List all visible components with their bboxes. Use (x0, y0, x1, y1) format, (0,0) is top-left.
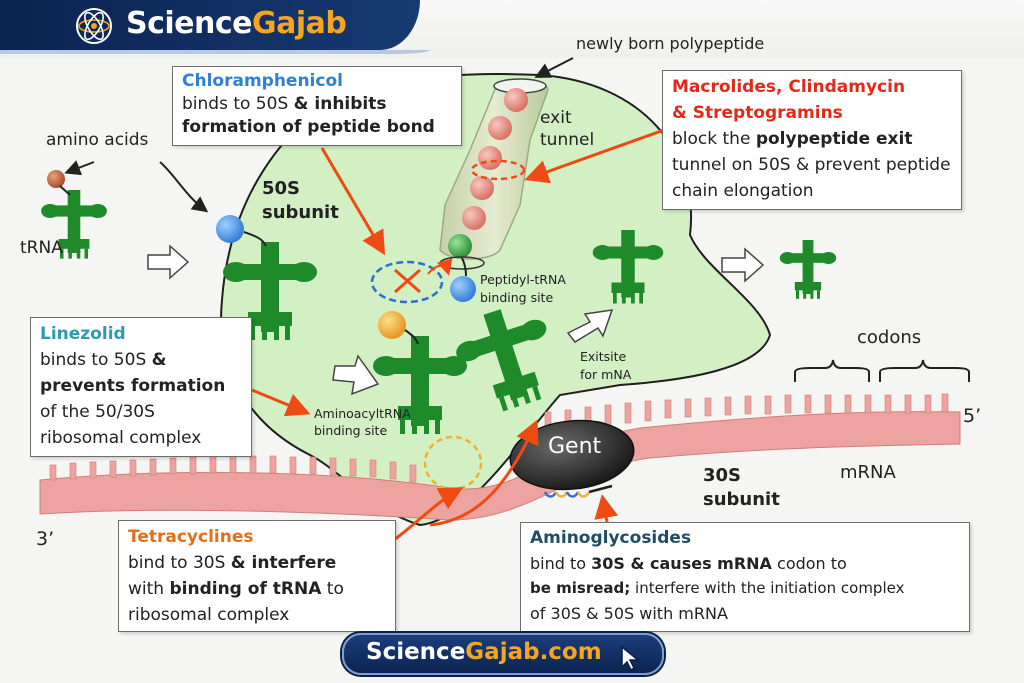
brand-logo[interactable]: ScienceGajab (126, 6, 347, 41)
callout-aminoglycosides-line1-bold: 30S & causes mRNA (591, 554, 772, 573)
label-codons: codons (857, 327, 922, 348)
callout-aminoglycosides-line1: bind to (530, 554, 592, 573)
label-trna: tRNA (20, 238, 63, 258)
label-50s: 50S (262, 178, 301, 199)
callout-linezolid-line1: binds to 50S (40, 350, 152, 370)
label-amino-acids: amino acids (46, 130, 149, 150)
label-peptidyl-site-2: binding site (480, 290, 554, 305)
process-arrow (566, 309, 614, 343)
callout-aminoglycosides-line1-end: codon to (771, 554, 847, 573)
callout-chloramphenicol: Chloramphenicol binds to 50S & inhibits … (172, 66, 462, 146)
label-exit-tunnel-2: tunnel (540, 130, 595, 150)
callout-macrolides-title2: & Streptogramins (672, 103, 843, 123)
callout-tetracyclines-line2-end: to (321, 579, 344, 599)
label-exit-tunnel-1: exit (540, 108, 572, 128)
callout-aminoglycosides: Aminoglycosides bind to 30S & causes mRN… (520, 522, 970, 632)
amino-acid (450, 276, 476, 302)
callout-tetracyclines-title: Tetracyclines (128, 527, 254, 547)
codon-brace (879, 359, 970, 382)
callout-macrolides-line1: block the (672, 129, 756, 149)
callout-macrolides-title1: Macrolides, Clindamycin (672, 77, 906, 97)
macrolides-arrow (524, 128, 665, 184)
callout-tetracyclines-line1-bold: & interfere (230, 553, 337, 573)
tetracyclines-arrow (393, 487, 464, 542)
trna-released (779, 240, 837, 299)
callout-macrolides-line1-bold: polypeptide exit (755, 129, 913, 149)
polypeptide-bead (462, 206, 486, 230)
label-30s: 30S (703, 465, 742, 486)
amino-acid (216, 215, 244, 243)
polypeptide-bead (470, 176, 494, 200)
callout-linezolid-line1-bold: & (151, 350, 167, 370)
callout-aminoglycosides-line3: of 30S & 50S with mRNA (530, 604, 728, 623)
label-3-prime: 3’ (36, 528, 55, 550)
label-30s-subunit: subunit (703, 489, 780, 510)
label-50s-subunit: subunit (262, 202, 339, 223)
label-newly-born-polypeptide: newly born polypeptide (576, 34, 765, 53)
label-exit-site-1: Exitsite (580, 349, 627, 364)
callout-macrolides-line2: tunnel on 50S & prevent peptide (672, 155, 951, 175)
aminoglycosides-arrow (594, 494, 619, 523)
label-aminoacyl-site-1: AminoacyltRNA (314, 406, 411, 421)
atom-icon (76, 8, 112, 44)
callout-tetracyclines-line1: bind to 30S (128, 553, 231, 573)
callout-chloramphenicol-line1: binds to 50S (182, 94, 294, 114)
callout-aminoglycosides-line2-bold: be misread; (530, 579, 631, 597)
label-5-prime: 5’ (963, 405, 982, 427)
amino-acid (47, 170, 65, 188)
label-exit-site-2: for mNA (580, 367, 632, 382)
mrna-strand (39, 411, 961, 521)
label-peptidyl-site-1: Peptidyl-tRNA (480, 272, 566, 287)
callout-tetracyclines-line2-bold: binding of tRNA (169, 579, 322, 599)
polypeptide-pointer-arrow (534, 57, 574, 78)
callout-aminoglycosides-title: Aminoglycosides (530, 528, 692, 548)
cursor-icon (621, 645, 641, 671)
tetracyclines-arrow-2 (429, 419, 539, 527)
callout-linezolid: Linezolid binds to 50S & prevents format… (30, 317, 252, 457)
footer-url-part1: Science (366, 639, 466, 665)
linezolid-arrow (251, 388, 311, 417)
callout-chloramphenicol-line2: formation of peptide bond (182, 117, 435, 137)
brand-name-part2: Gajab (252, 6, 347, 41)
process-arrow (147, 244, 190, 280)
codon-brace (794, 359, 870, 382)
callout-macrolides: Macrolides, Clindamycin & Streptogramins… (662, 70, 962, 210)
callout-linezolid-title: Linezolid (40, 324, 126, 344)
chloramphenicol-arrow (320, 147, 386, 256)
polypeptide-bead (488, 116, 512, 140)
label-mrna: mRNA (840, 462, 896, 483)
brand-name-part1: Science (126, 6, 253, 41)
amino-acid-pointer-arrow (64, 160, 95, 176)
callout-tetracyclines-line2: with (128, 579, 170, 599)
gentamicin-molecule (509, 419, 635, 491)
callout-chloramphenicol-line1-bold: & inhibits (293, 94, 387, 114)
label-gent: Gent (548, 434, 602, 459)
footer-url: ScienceGajab.com (366, 639, 602, 665)
process-arrow (332, 354, 380, 396)
header-logo-banner (0, 0, 430, 54)
footer-url-link[interactable]: ScienceGajab.com (342, 633, 664, 675)
amino-acid-pointer-arrow (159, 161, 209, 213)
polypeptide-bead (504, 88, 528, 112)
callout-chloramphenicol-title: Chloramphenicol (182, 71, 343, 91)
callout-aminoglycosides-line2: interfere with the initiation complex (630, 579, 905, 597)
peptide-bond-site-marker (370, 260, 444, 304)
callout-linezolid-line2: prevents formation (40, 376, 226, 396)
aminoglycoside-binding-marks (543, 484, 613, 498)
callout-linezolid-line3: of the 50/30S (40, 402, 155, 422)
callout-tetracyclines: Tetracyclines bind to 30S & interfere wi… (118, 520, 396, 632)
process-arrow (721, 247, 765, 283)
footer-url-part2: Gajab.com (465, 639, 602, 665)
mrna-codon-teeth (49, 393, 949, 483)
exit-tunnel-block-marker (470, 159, 526, 181)
polypeptide-bead (478, 146, 502, 170)
callout-macrolides-line3: chain elongation (672, 181, 814, 201)
callout-linezolid-line4: ribosomal complex (40, 428, 202, 448)
callout-tetracyclines-line3: ribosomal complex (128, 605, 290, 625)
label-aminoacyl-site-2: binding site (314, 423, 388, 438)
polypeptide-bead (448, 234, 472, 258)
amino-acid (378, 311, 406, 339)
